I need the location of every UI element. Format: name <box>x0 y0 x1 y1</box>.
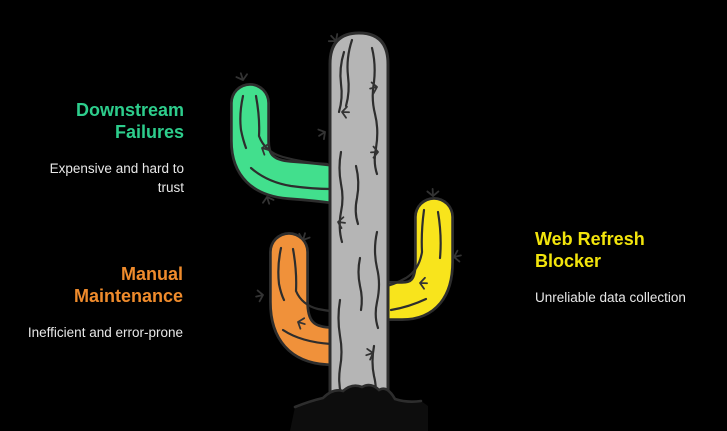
manual-maintenance-title: Manual Maintenance <box>73 264 183 306</box>
green-arm-fill <box>232 85 356 203</box>
label-web-refresh-blocker: Web Refresh Blocker Unreliable data coll… <box>535 228 725 307</box>
web-refresh-blocker-subtitle: Unreliable data collection <box>535 290 686 305</box>
web-refresh-blocker-title: Web Refresh Blocker <box>535 229 645 271</box>
label-downstream-failures: Downstream Failures Expensive and hard t… <box>24 99 184 197</box>
label-manual-maintenance: Manual Maintenance Inefficient and error… <box>8 263 183 342</box>
cactus-arm-green <box>230 83 358 205</box>
spine-mark <box>453 249 462 263</box>
spine-mark <box>262 196 275 205</box>
ground-line <box>293 383 423 409</box>
spine-mark <box>327 33 339 43</box>
cactus-trunk <box>328 31 390 401</box>
yellow-arm-ribs <box>375 208 442 312</box>
trunk-body <box>328 31 390 401</box>
downstream-failures-title: Downstream Failures <box>75 100 184 142</box>
spine-mark <box>337 216 346 230</box>
spine-mark <box>369 81 378 95</box>
spine-mark <box>426 188 440 197</box>
spine-mark <box>255 289 264 303</box>
spine-mark <box>298 232 311 241</box>
spine-mark <box>370 145 379 159</box>
manual-maintenance-subtitle: Inefficient and error-prone <box>27 325 183 340</box>
spine-mark <box>261 143 270 156</box>
cactus-arm-yellow <box>363 197 454 321</box>
ground-fill <box>290 385 428 431</box>
spine-mark <box>341 105 350 119</box>
spine-mark <box>419 276 428 290</box>
downstream-failures-subtitle: Expensive and hard to trust <box>49 161 184 195</box>
spine-mark <box>365 348 374 361</box>
ground <box>290 383 428 431</box>
cactus-spines <box>235 33 462 361</box>
spine-mark <box>297 317 306 330</box>
yellow-arm-fill <box>365 199 452 319</box>
spine-mark <box>235 72 248 81</box>
spine-mark <box>317 128 326 141</box>
orange-arm-fill <box>271 234 356 365</box>
